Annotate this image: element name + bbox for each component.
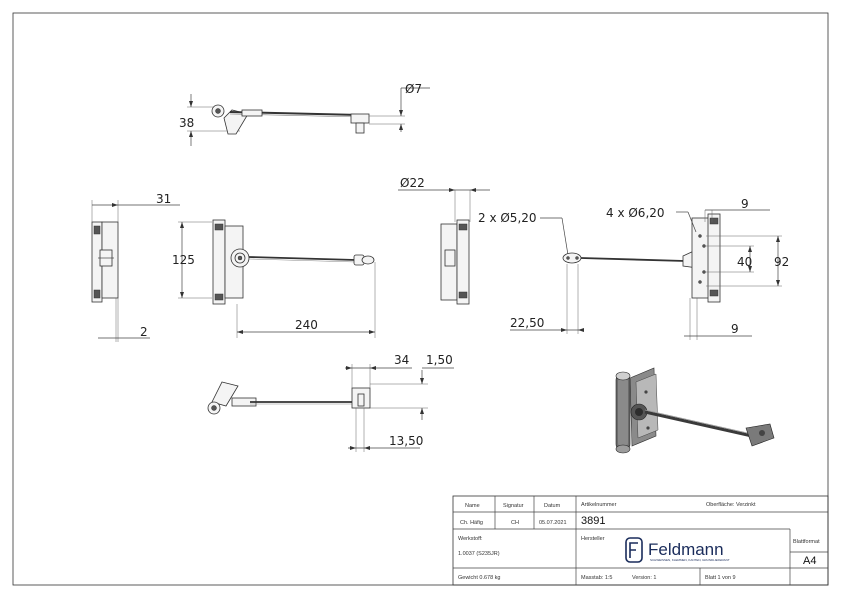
sheet: Blatt 1 von 9: [705, 575, 736, 581]
scale: Masstab: 1:5: [581, 575, 613, 581]
dim-diameter-7: Ø7: [405, 82, 422, 96]
dim-offset-13-50: 13,50: [389, 434, 423, 448]
format-value: A4: [803, 555, 816, 567]
sheet-border: [12, 12, 829, 586]
dim-holes-small: 2 x Ø5,20: [478, 211, 537, 225]
side-view-right: Ø22: [398, 176, 490, 305]
dim-spacing-40: 40: [737, 255, 752, 269]
article-number: 3891: [581, 515, 605, 527]
top-view: 38 Ø7: [179, 82, 430, 146]
isometric-view: [615, 367, 775, 454]
drawn-by-date: 05.07.2021: [539, 520, 567, 526]
dim-arm-offset: 22,50: [510, 316, 544, 330]
dim-holes-large: 4 x Ø6,20: [606, 206, 665, 220]
dim-width-31: 31: [156, 192, 171, 206]
header-date: Datum: [544, 503, 561, 509]
dim-total-92: 92: [774, 255, 789, 269]
dim-top-9: 9: [741, 197, 749, 211]
dim-height-38: 38: [179, 116, 194, 130]
dim-thickness: 1,50: [426, 353, 453, 367]
weight: Gewicht 0.678 kg: [458, 575, 501, 581]
logo-tagline: SCHWEISSEN, KLEMMEN, KANTEN, GRUNDLIEFER…: [650, 558, 730, 562]
dim-diameter-22: Ø22: [400, 176, 425, 190]
side-view-left: 31 2: [91, 192, 180, 342]
title-block: Name Signatur Datum Ch. Häfig CH 05.07.2…: [452, 495, 829, 586]
dim-bottom-9: 9: [731, 322, 739, 336]
material-value: 1.0037 (S235JR): [458, 551, 500, 557]
drawn-by-name: Ch. Häfig: [460, 520, 483, 526]
material-label: Werkstoff:: [458, 536, 483, 542]
dim-width-34: 34: [394, 353, 409, 367]
manufacturer-label: Hersteller: [581, 536, 605, 542]
front-view: 125 240: [172, 219, 376, 338]
logo-text: Feldmann: [648, 540, 724, 559]
back-view: 2 x Ø5,20 4 x Ø6,20 9 40 92: [478, 197, 789, 340]
dim-length-240: 240: [295, 318, 318, 332]
feldmann-logo: Feldmann SCHWEISSEN, KLEMMEN, KANTEN, GR…: [625, 537, 730, 563]
dim-offset-2: 2: [140, 325, 148, 339]
surface: Oberfläche: Verzinkt: [706, 502, 756, 508]
version: Version: 1: [632, 575, 656, 581]
article-label: Artikelnummer: [581, 502, 617, 508]
bottom-view: 34 1,50 13,50: [207, 353, 454, 452]
format-label: Blattformat: [793, 539, 820, 545]
drawn-by-signature: CH: [511, 520, 519, 526]
dim-height-125: 125: [172, 253, 195, 267]
header-name: Name: [465, 503, 480, 509]
header-signature: Signatur: [503, 503, 524, 509]
